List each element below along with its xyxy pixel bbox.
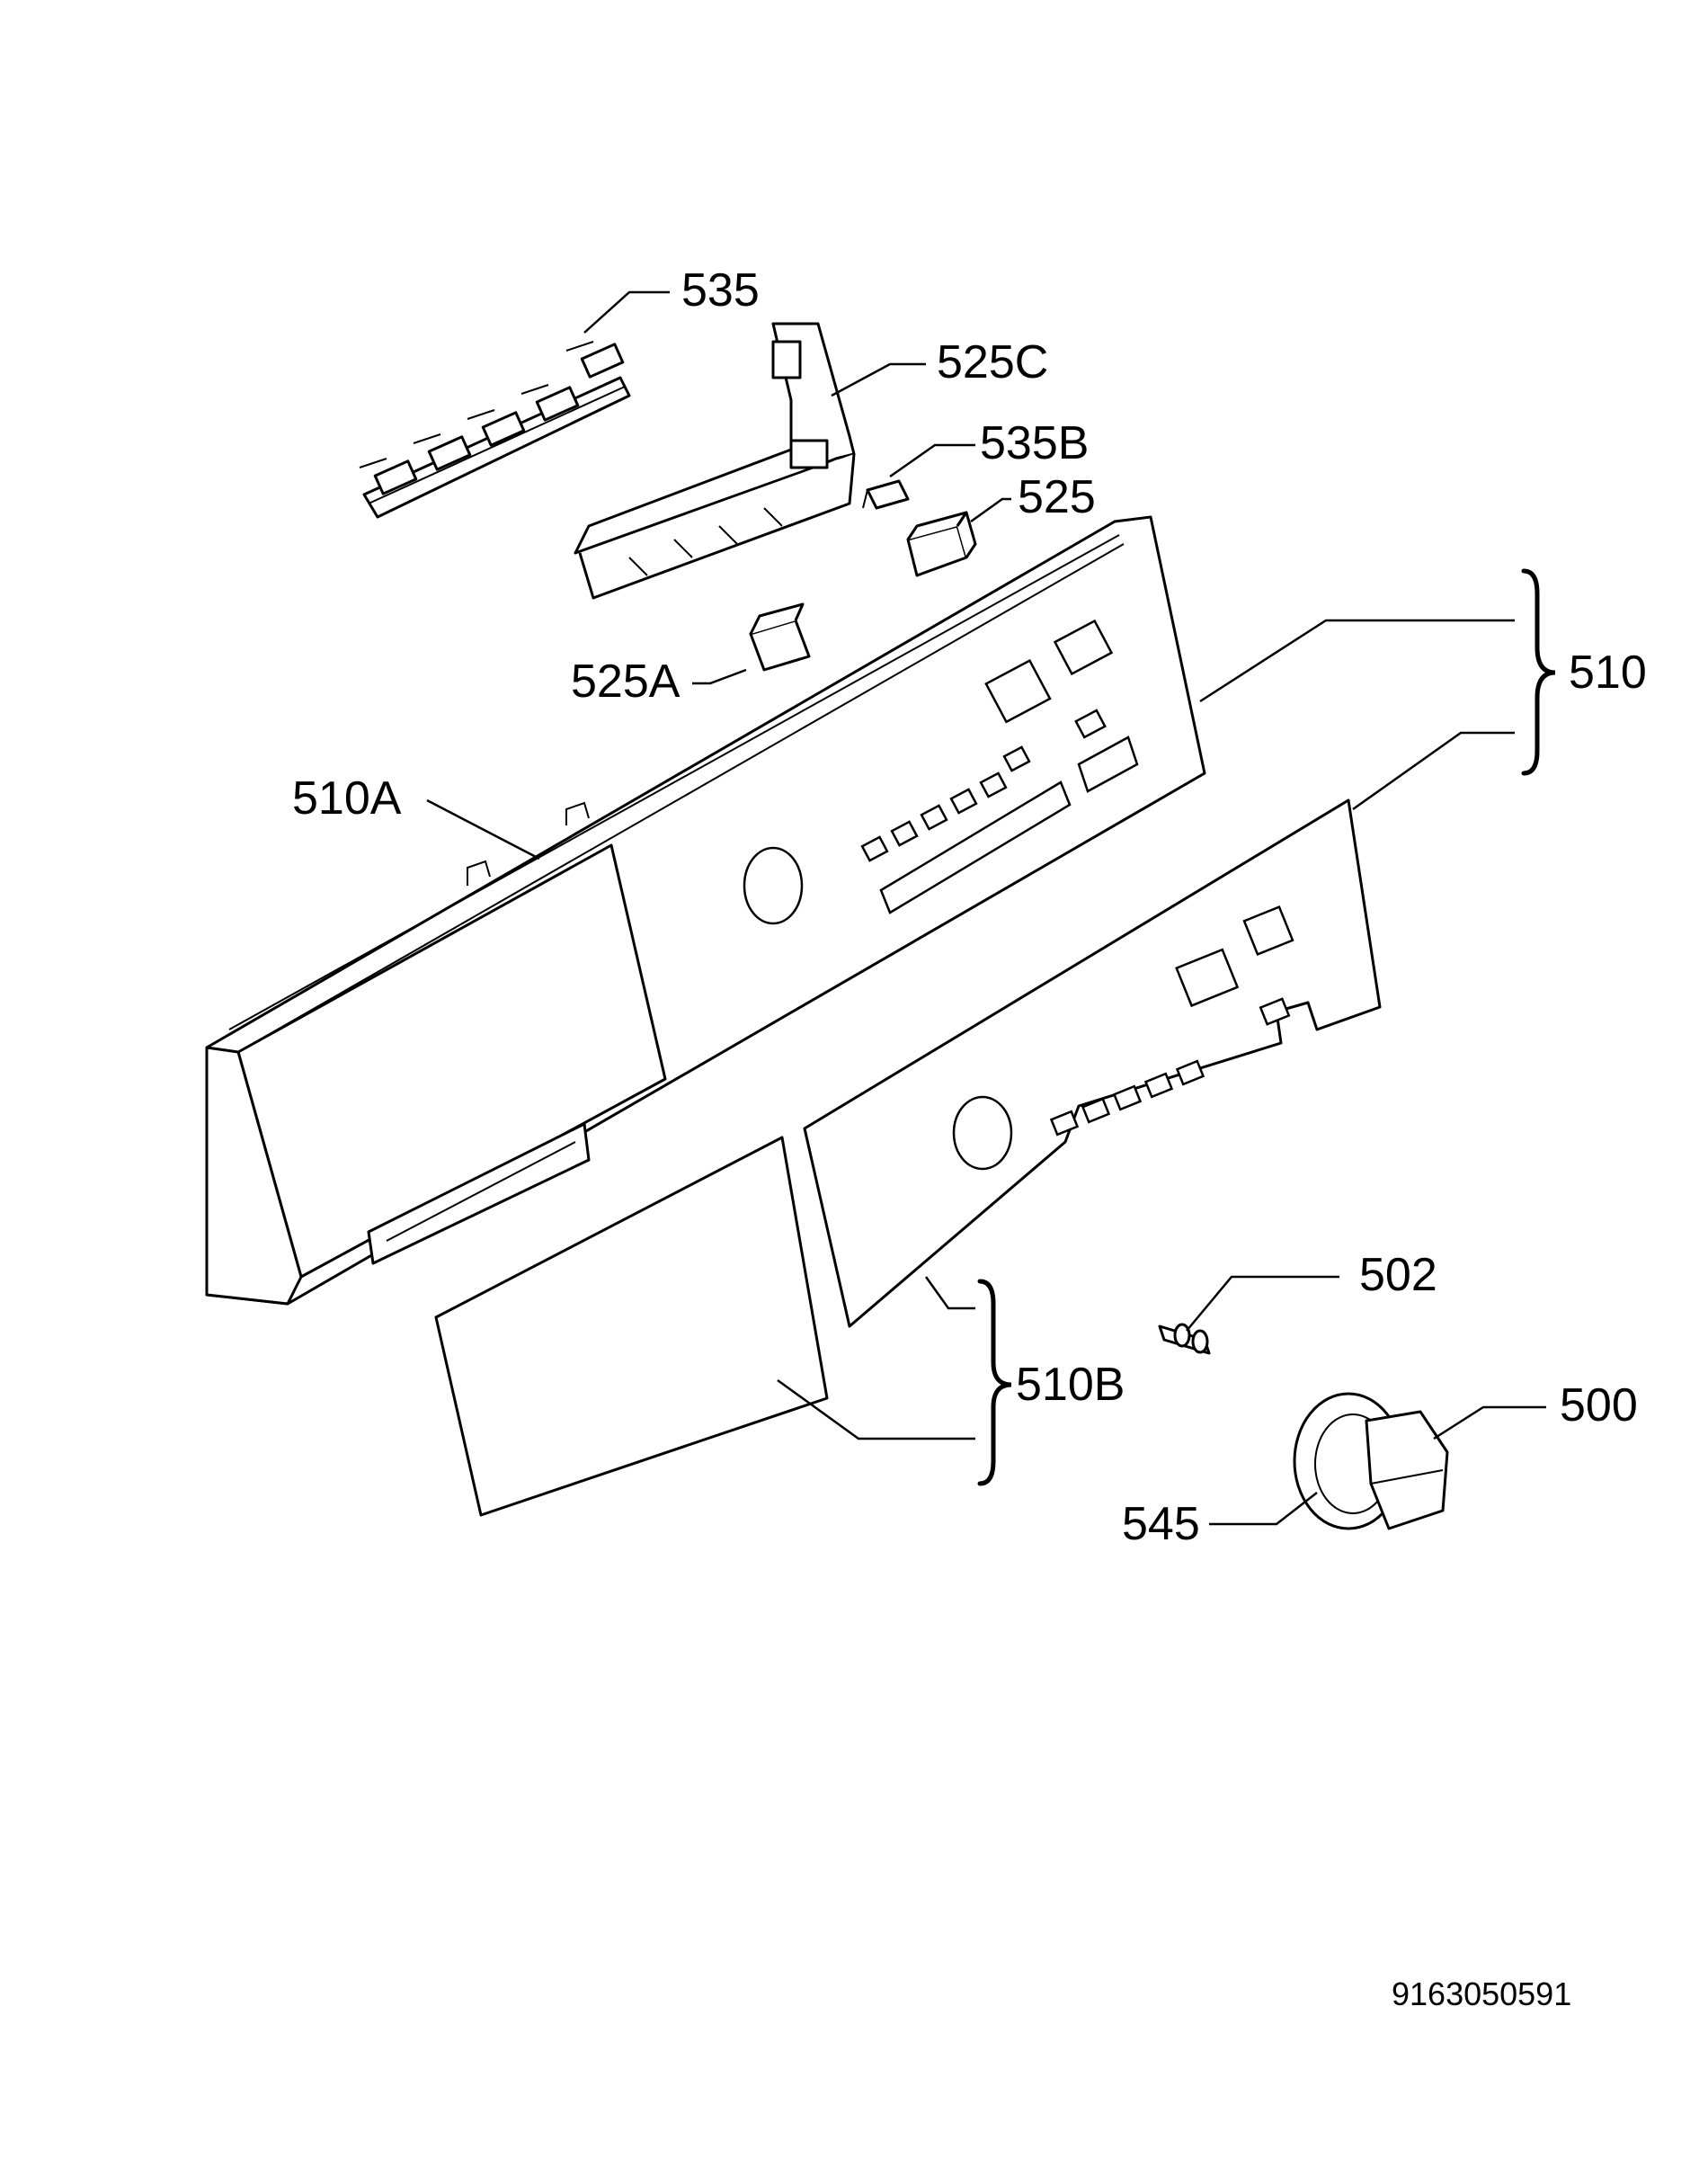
label-535b: 535B (980, 417, 1089, 469)
part-525a-button (749, 602, 811, 672)
part-500-knob (1293, 1392, 1449, 1530)
brace-510b (977, 1279, 1012, 1486)
label-510b: 510B (1016, 1359, 1125, 1411)
label-500: 500 (1560, 1379, 1638, 1431)
part-525c-frame (574, 322, 856, 600)
part-535-switch-rail (359, 341, 631, 519)
part-502-pin (1158, 1323, 1211, 1355)
label-502: 502 (1359, 1249, 1437, 1301)
label-535: 535 (681, 264, 760, 317)
part-525-button (906, 511, 977, 577)
brace-510 (1521, 568, 1556, 776)
label-510: 510 (1569, 647, 1647, 699)
label-545: 545 (1122, 1498, 1200, 1550)
leader-lines (426, 290, 1546, 1526)
part-510-control-panel (205, 515, 1206, 1306)
label-525: 525 (1018, 471, 1096, 523)
label-510a: 510A (292, 772, 402, 825)
panel-510b-button-cutouts (1049, 1059, 1205, 1137)
part-535b-clip (862, 479, 910, 510)
document-number: 9163050591 (1392, 1975, 1571, 2012)
label-525a: 525A (571, 655, 681, 708)
part-510b-decal (434, 798, 1382, 1517)
label-525c: 525C (937, 336, 1048, 388)
panel-510-button-cutouts (860, 745, 1031, 862)
